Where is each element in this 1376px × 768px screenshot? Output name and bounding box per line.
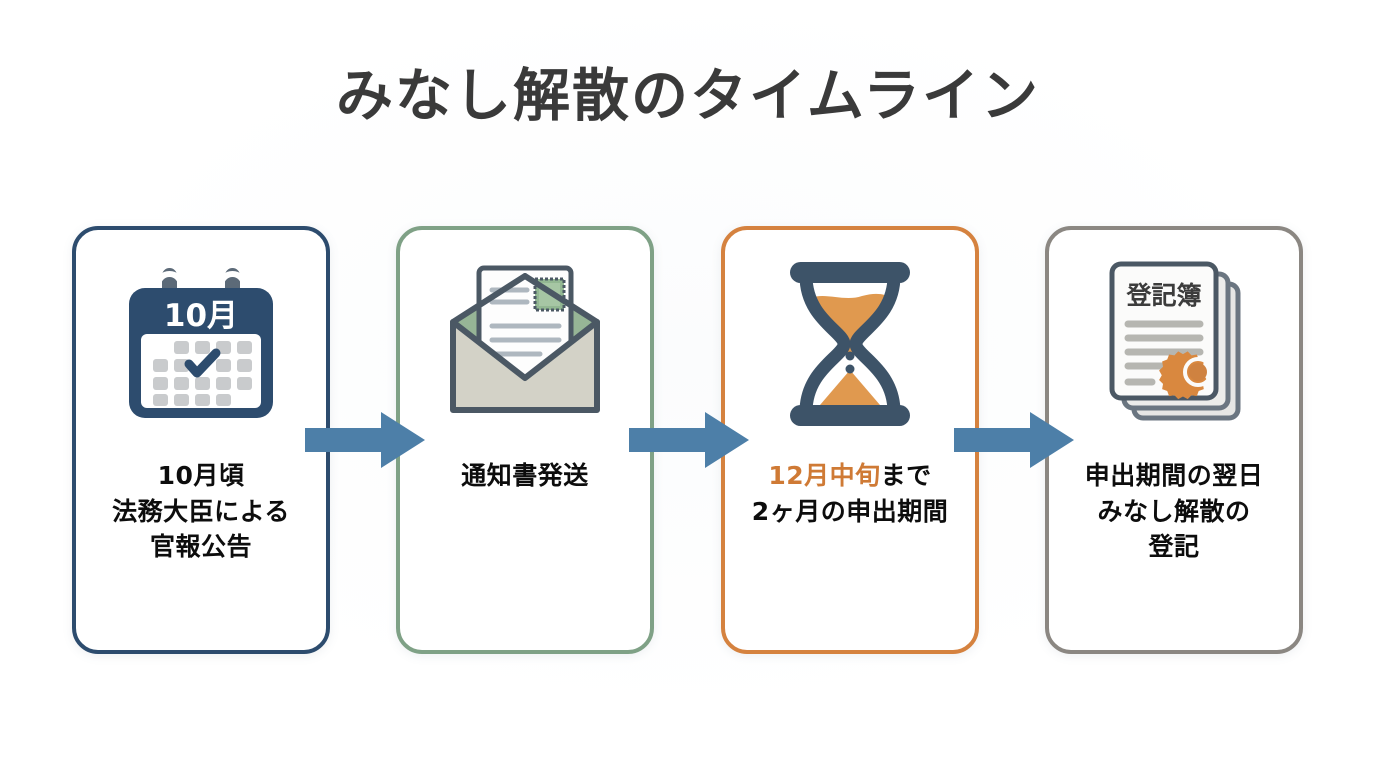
label-line: 申出期間の翌日 [1084,461,1264,490]
label-line: 12月中旬まで [725,458,975,494]
timeline-step-card-4: 登記簿 申出期間の翌日 みなし解散の 登記 [1045,226,1303,654]
registry-documents-icon: 登記簿 [1109,261,1241,421]
timeline-step-label-3: 12月中旬まで 2ヶ月の申出期間 [725,458,975,529]
timeline-step-card-2: 通知書発送 [396,226,654,654]
registry-documents-icon-wrapper: 登記簿 [1049,230,1299,458]
calendar-icon: 10月 [129,268,273,418]
document-title-text: 登記簿 [1125,281,1201,310]
arrow-right-icon [305,412,425,468]
seal-icon [1159,351,1213,400]
calendar-icon-wrapper: 10月 [76,230,326,458]
arrow-2 [627,409,751,471]
timeline-step-label-4: 申出期間の翌日 みなし解散の 登記 [1049,458,1299,565]
hourglass-icon-wrapper [725,230,975,458]
arrow-right-icon [629,412,749,468]
hourglass-icon [790,262,910,426]
calendar-month-text: 10月 [164,298,238,334]
label-highlight: 12月中旬 [768,461,881,490]
timeline-step-card-1: 10月 [72,226,330,654]
check-icon [184,348,221,378]
timeline-step-label-2: 通知書発送 [400,458,650,494]
timeline-step-card-3: 12月中旬まで 2ヶ月の申出期間 [721,226,979,654]
label-line: 通知書発送 [461,461,589,490]
open-envelope-letter-icon [450,265,600,413]
timeline-step-label-1: 10月頃 法務大臣による 官報公告 [76,458,326,565]
label-line: 2ヶ月の申出期間 [751,496,949,526]
page-title: みなし解散のタイムライン [335,63,1040,129]
arrow-right-icon [954,412,1074,468]
label-line: 登記 [1148,532,1200,561]
arrow-3 [952,409,1076,471]
label-line: 法務大臣による [112,496,290,526]
arrow-1 [303,409,427,471]
open-envelope-letter-icon-wrapper [400,230,650,458]
label-suffix: まで [880,461,932,490]
label-line: 10月頃 [157,461,245,490]
label-line: 官報公告 [149,532,252,561]
label-line: みなし解散の [1097,496,1251,526]
